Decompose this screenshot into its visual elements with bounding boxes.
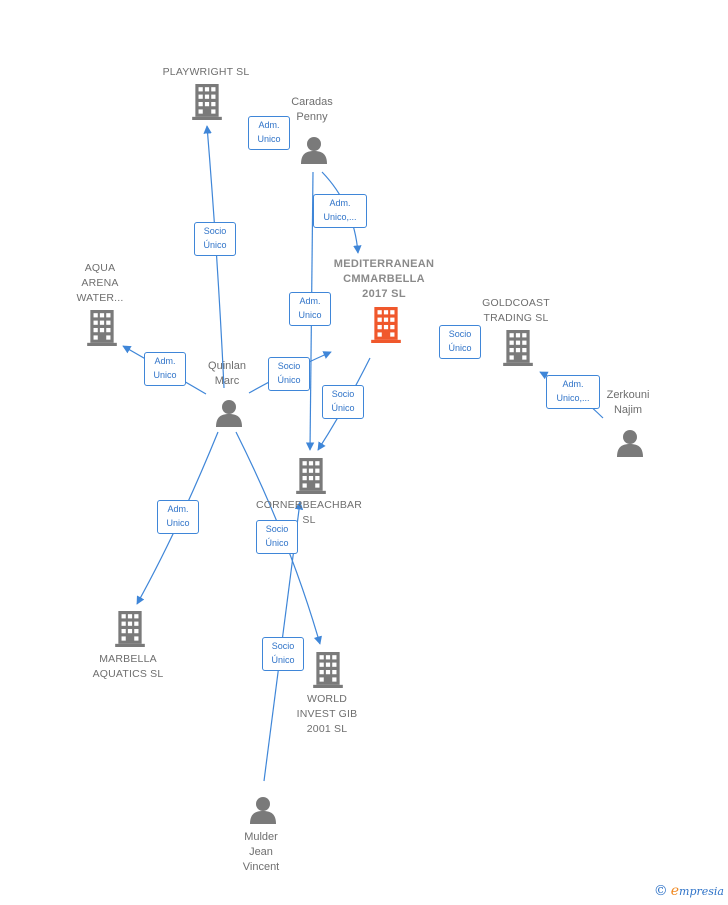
- empresia-watermark: ©empresia: [654, 883, 724, 899]
- node-label-zerkouni[interactable]: Zerkouni Najim: [606, 389, 650, 416]
- edge-label-quinlan-aqua[interactable]: Adm. Unico: [144, 352, 186, 386]
- edge-label-caradas-side[interactable]: Adm. Unico: [248, 116, 290, 150]
- node-label-cornerbeach[interactable]: CORNERBEACHBAR SL: [255, 499, 363, 526]
- node-label-quinlan[interactable]: Quinlan Marc: [208, 360, 246, 387]
- person-icon-caradas[interactable]: [301, 137, 327, 164]
- building-icon-mediterranean[interactable]: [371, 307, 401, 343]
- edge-label-quinlan-world[interactable]: Socio Único: [256, 520, 298, 554]
- edge-line-quinlan-playwright: [203, 125, 225, 389]
- node-label-worldinvest[interactable]: WORLD INVEST GIB 2001 SL: [296, 693, 358, 735]
- node-label-aqua[interactable]: AQUA ARENA WATER...: [76, 262, 124, 304]
- person-icon-zerkouni[interactable]: [617, 430, 643, 457]
- node-label-marbella[interactable]: MARBELLA AQUATICS SL: [92, 653, 164, 680]
- copyright-icon: ©: [653, 883, 668, 899]
- building-icon-worldinvest[interactable]: [313, 652, 343, 688]
- node-label-goldcoast[interactable]: GOLDCOAST TRADING SL: [482, 297, 550, 324]
- node-label-caradas[interactable]: Caradas Penny: [291, 96, 333, 123]
- edge-label-zerkouni-goldcoast[interactable]: Adm. Unico,...: [546, 375, 600, 409]
- edge-label-quinlan-marbella[interactable]: Adm. Unico: [157, 500, 199, 534]
- edge-label-caradas-corner[interactable]: Adm. Unico: [289, 292, 331, 326]
- brand-logo-text: mpresia: [679, 885, 724, 898]
- node-label-mediterranean[interactable]: MEDITERRANEAN CMMARBELLA 2017 SL: [333, 258, 435, 300]
- brand-logo-initial: e: [670, 883, 680, 899]
- person-icon-mulder[interactable]: [250, 797, 276, 824]
- node-label-mulder[interactable]: Mulder Jean Vincent: [242, 831, 280, 873]
- person-icon-quinlan[interactable]: [216, 400, 242, 427]
- edge-label-quinlan-med[interactable]: Socio Único: [268, 357, 310, 391]
- edge-label-med-corner[interactable]: Socio Único: [322, 385, 364, 419]
- edge-label-mulder-corner[interactable]: Socio Único: [262, 637, 304, 671]
- building-icon-cornerbeach[interactable]: [296, 458, 326, 494]
- edge-label-caradas-med[interactable]: Adm. Unico,...: [313, 194, 367, 228]
- building-icon-marbella[interactable]: [115, 611, 145, 647]
- node-label-playwright[interactable]: PLAYWRIGHT SL: [162, 66, 250, 78]
- edge-label-goldcoast-side[interactable]: Socio Único: [439, 325, 481, 359]
- building-icon-goldcoast[interactable]: [503, 330, 533, 366]
- building-icon-aqua[interactable]: [87, 310, 117, 346]
- edge-label-quinlan-playwright[interactable]: Socio Único: [194, 222, 236, 256]
- building-icon-playwright[interactable]: [192, 84, 222, 120]
